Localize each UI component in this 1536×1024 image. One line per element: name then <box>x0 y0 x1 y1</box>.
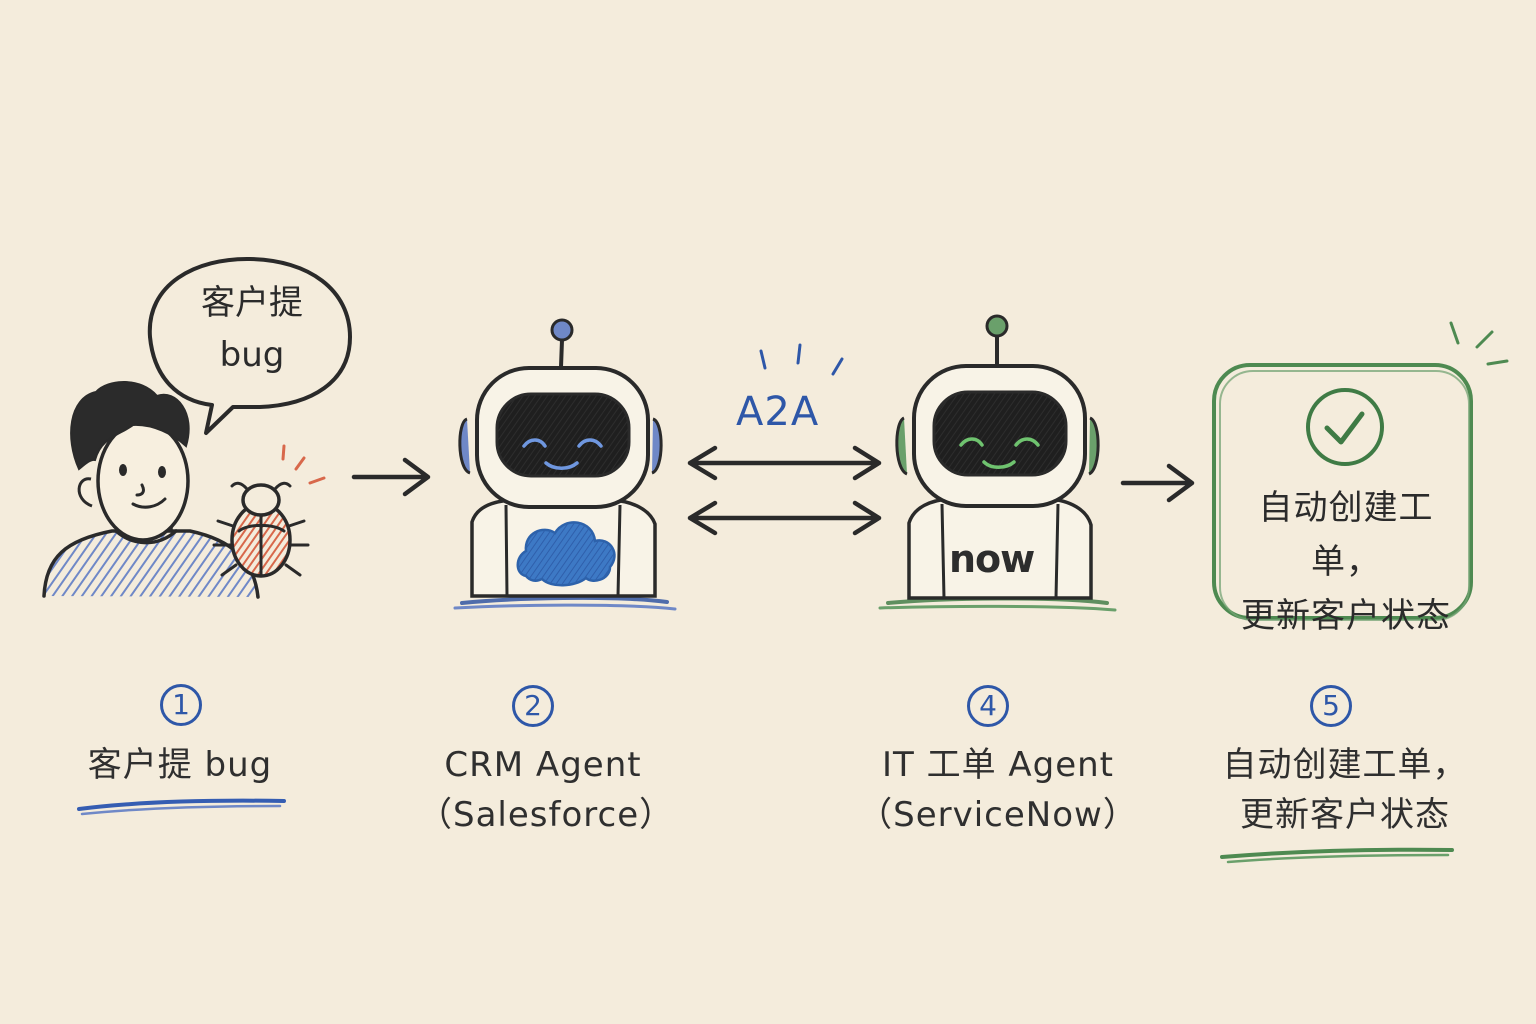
step-5-caption-line-2: 更新客户状态 <box>1240 795 1450 835</box>
arrow-right-icon <box>1120 463 1195 503</box>
step-1-number: 1 <box>160 684 202 726</box>
servicenow-logo: now <box>949 537 1035 581</box>
step-4-caption-line-2: （ServiceNow） <box>858 795 1138 835</box>
result-box-text: 自动创建工单， 更新客户状态 <box>1226 481 1466 643</box>
step-4-number: 4 <box>967 685 1009 727</box>
step-2-number: 2 <box>512 685 554 727</box>
double-arrow-icon <box>687 445 882 536</box>
arrow-right-icon <box>351 457 431 497</box>
result-box-line-2: 更新客户状态 <box>1241 596 1451 636</box>
step-1-caption: 客户提 bug <box>70 740 290 790</box>
speech-bubble-text: 客户提 bug <box>182 277 322 381</box>
step-4-caption: IT 工单 Agent （ServiceNow） <box>858 740 1138 840</box>
step-1-caption-line-1: 客户提 bug <box>87 745 273 785</box>
result-box-line-1: 自动创建工单， <box>1258 488 1434 582</box>
speech-bubble-line-2: bug <box>219 335 285 375</box>
check-circle-icon <box>1306 388 1384 466</box>
step-5-number: 5 <box>1310 685 1352 727</box>
speech-bubble-line-1: 客户提 <box>201 283 303 323</box>
step-2-caption: CRM Agent （Salesforce） <box>418 740 675 840</box>
speech-bubble <box>147 256 352 435</box>
step-5-caption-line-1: 自动创建工单， <box>1222 745 1468 785</box>
step-2-caption-line-1: CRM Agent <box>444 745 642 785</box>
step-4-caption-line-1: IT 工单 Agent <box>881 745 1115 785</box>
step-5-caption: 自动创建工单， 更新客户状态 <box>1210 740 1480 840</box>
person-icon <box>42 381 260 599</box>
it-robot-icon <box>878 314 1117 612</box>
crm-robot-icon <box>453 318 677 611</box>
a2a-signal-marks <box>759 343 844 376</box>
step-5-underline <box>1220 847 1454 864</box>
bug-icon <box>212 444 326 578</box>
protocol-label: A2A <box>736 389 820 435</box>
step-2-caption-line-2: （Salesforce） <box>418 795 675 835</box>
step-1-underline <box>77 798 286 816</box>
salesforce-cloud-icon <box>516 521 616 587</box>
result-box <box>1212 321 1509 621</box>
